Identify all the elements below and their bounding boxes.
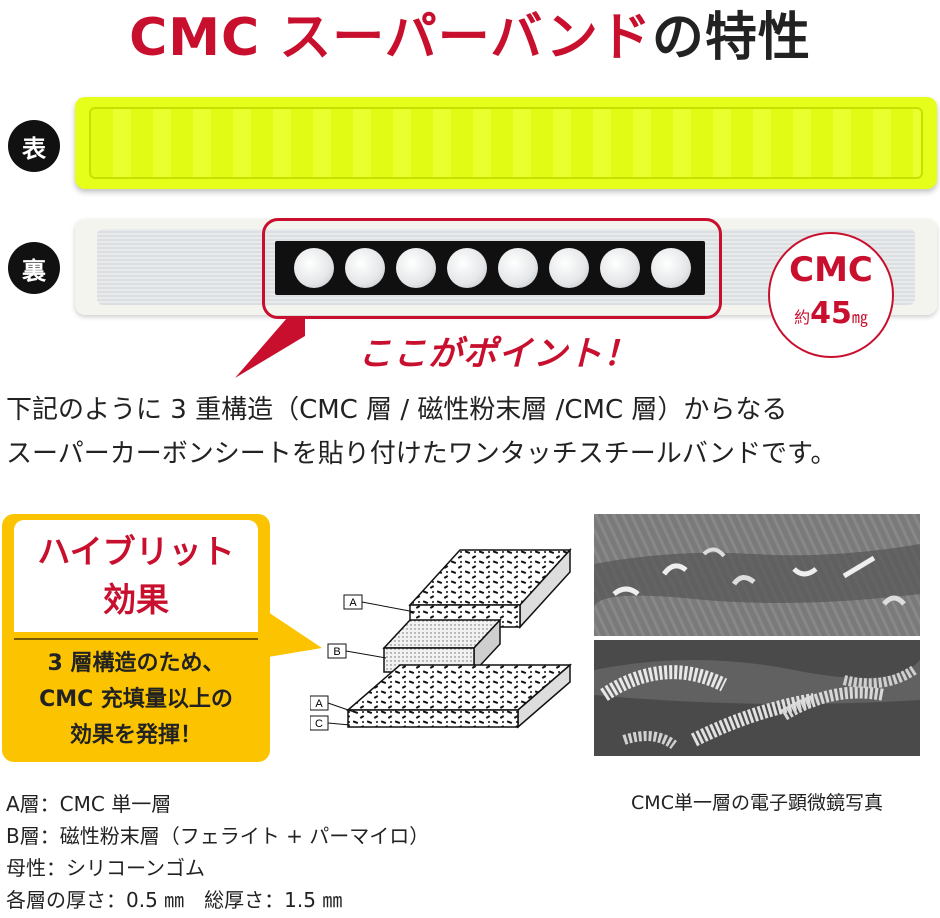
hybrid-body-line-2: CMC 充填量以上の [39, 687, 233, 712]
diagram-label-b: B [333, 646, 340, 658]
hybrid-body-line-1: 3 層構造のため、 [47, 651, 225, 676]
description-line-2: スーパーカーボンシートを貼り付けたワンタッチスチールバンドです。 [6, 439, 837, 469]
band-front-image [75, 97, 937, 189]
page-title: CMC スーパーバンドの特性 [0, 6, 940, 70]
diagram-label-a-bottom: A [315, 698, 323, 710]
back-label: 裏 [8, 242, 60, 294]
sem-photo-closeup [594, 640, 920, 756]
sem-caption: CMC単一層の電子顕微鏡写真 [631, 792, 883, 814]
description: 下記のように 3 重構造（CMC 層 / 磁性粉末層 /CMC 層）からなる ス… [6, 388, 936, 476]
description-line-1: 下記のように 3 重構造（CMC 層 / 磁性粉末層 /CMC 層）からなる [6, 395, 788, 425]
cmc-badge-name: CMC [789, 250, 873, 290]
highlight-frame [262, 218, 722, 319]
layer-structure-diagram: A B A C [310, 548, 573, 731]
cmc-dot [345, 248, 385, 288]
legend-thickness: 各層の厚さ：0.5 ㎜ 総厚さ：1.5 ㎜ [6, 888, 343, 912]
hybrid-title: ハイブリット 効果 [14, 520, 258, 632]
hybrid-title-line-2: 効果 [103, 580, 169, 619]
cmc-dot [294, 248, 334, 288]
cmc-dot [498, 248, 538, 288]
diagram-label-c: C [315, 718, 323, 730]
legend-a-layer: A層：CMC 単一層 [6, 792, 172, 816]
pointer-arrow [235, 318, 305, 378]
callout-text: ここがポイント！ [358, 334, 638, 374]
cmc-dot [600, 248, 640, 288]
hybrid-body: 3 層構造のため、 CMC 充填量以上の 効果を発揮！ [12, 646, 260, 754]
cmc-badge-amount: 約45㎎ [794, 296, 868, 331]
cmc-dot [651, 248, 691, 288]
bubble-tail [262, 608, 322, 658]
cmc-dot [549, 248, 589, 288]
legend-b-layer: B層：磁性粉末層（フェライト + パーマイロ） [6, 824, 430, 848]
sem-photo-surface [594, 514, 920, 636]
legend-base: 母性：シリコーンゴム [6, 856, 205, 880]
cmc-dot [447, 248, 487, 288]
hybrid-body-line-3: 効果を発揮！ [69, 723, 202, 748]
diagram-label-a-top: A [349, 597, 357, 609]
title-suffix: の特性 [651, 8, 811, 68]
cmc-amount-badge: CMC 約45㎎ [768, 232, 894, 358]
title-main: CMC スーパーバンド [129, 8, 652, 68]
hybrid-title-line-1: ハイブリット [37, 532, 235, 571]
front-label: 表 [8, 120, 60, 172]
cmc-dot [396, 248, 436, 288]
hybrid-effect-bubble: ハイブリット 効果 3 層構造のため、 CMC 充填量以上の 効果を発揮！ [2, 514, 270, 762]
